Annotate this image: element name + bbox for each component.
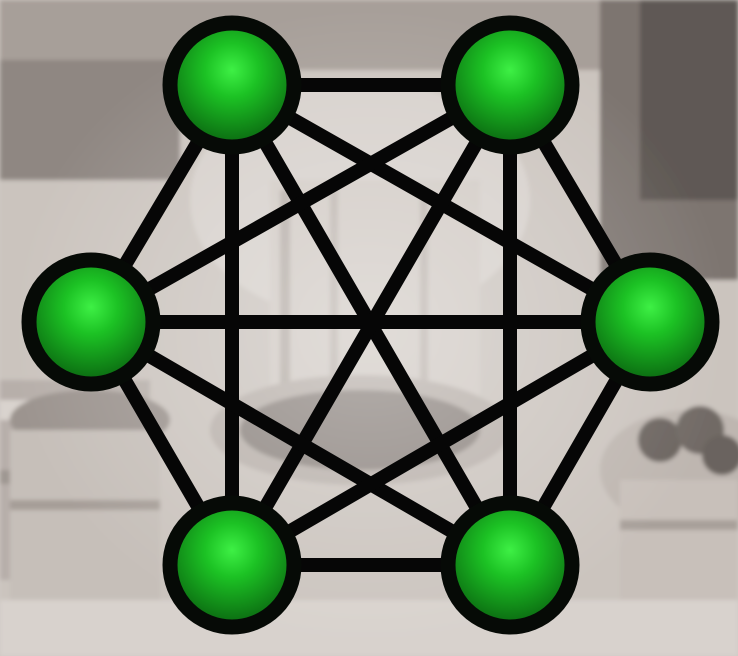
- node-middle-left: [29, 260, 153, 384]
- node-bottom-right: [448, 503, 572, 627]
- node-circle: [588, 260, 712, 384]
- node-bottom-left: [170, 503, 294, 627]
- node-circle: [448, 23, 572, 147]
- node-circle: [29, 260, 153, 384]
- node-middle-right: [588, 260, 712, 384]
- node-top-right: [448, 23, 572, 147]
- node-circle: [170, 503, 294, 627]
- node-circle: [170, 23, 294, 147]
- node-top-left: [170, 23, 294, 147]
- node-circle: [448, 503, 572, 627]
